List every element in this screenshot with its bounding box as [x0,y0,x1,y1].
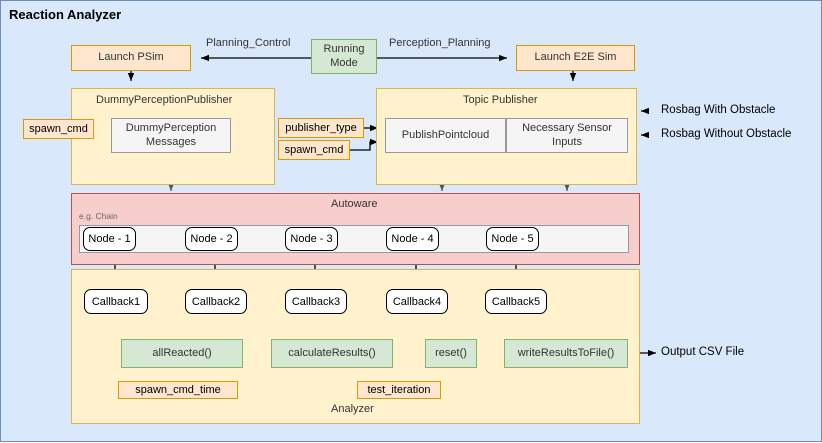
dummy-perception-publisher-label: DummyPerceptionPublisher [96,94,233,106]
edge-label-planning-control: Planning_Control [206,37,291,49]
necessary-sensor-inputs-box[interactable]: Necessary Sensor Inputs [506,118,628,153]
publish-pointcloud-box[interactable]: PublishPointcloud [385,118,506,153]
chain-node-4[interactable]: Node - 4 [386,227,439,251]
edge-label-output-csv-file: Output CSV File [661,346,745,358]
launch-psim-box[interactable]: Launch PSim [71,45,191,71]
dummy-perception-messages-box[interactable]: DummyPerception Messages [111,118,231,153]
chain-node-3[interactable]: Node - 3 [285,227,338,251]
analyzer-label: Analyzer [331,403,374,415]
dummy-perception-publisher-container [71,88,275,185]
chain-strip [79,225,629,253]
running-mode-box[interactable]: Running Mode [311,39,377,74]
edge-label-perception-planning: Perception_Planning [389,37,491,49]
autoware-label: Autoware [331,198,378,210]
chain-node-5[interactable]: Node - 5 [486,227,539,251]
edge-label-rosbag-with-obstacle: Rosbag With Obstacle [661,104,776,116]
chain-node-1[interactable]: Node - 1 [83,227,136,251]
edge-label-rosbag-without-obstacle: Rosbag Without Obstacle [661,128,792,140]
param-spawn-cmd-time[interactable]: spawn_cmd_time [118,381,238,399]
callback-4[interactable]: Callback4 [386,289,448,314]
diagram-title: Reaction Analyzer [9,7,122,22]
callback-3[interactable]: Callback3 [285,289,347,314]
param-publisher-type[interactable]: publisher_type [278,118,364,138]
param-spawn-cmd-right[interactable]: spawn_cmd [278,140,350,160]
callback-5[interactable]: Callback5 [485,289,547,314]
eg-chain-label: e.g. Chain [79,211,118,221]
param-test-iteration[interactable]: test_iteration [357,381,441,399]
topic-publisher-label: Topic Publisher [463,94,538,106]
chain-node-2[interactable]: Node - 2 [185,227,238,251]
callback-1[interactable]: Callback1 [84,289,148,314]
callback-2[interactable]: Callback2 [185,289,247,314]
write-results-to-file-box[interactable]: writeResultsToFile() [504,339,628,368]
all-reacted-box[interactable]: allReacted() [121,339,243,368]
calculate-results-box[interactable]: calculateResults() [271,339,393,368]
launch-e2e-sim-box[interactable]: Launch E2E Sim [516,45,635,71]
param-spawn-cmd-left[interactable]: spawn_cmd [23,119,94,139]
reset-box[interactable]: reset() [425,339,477,368]
